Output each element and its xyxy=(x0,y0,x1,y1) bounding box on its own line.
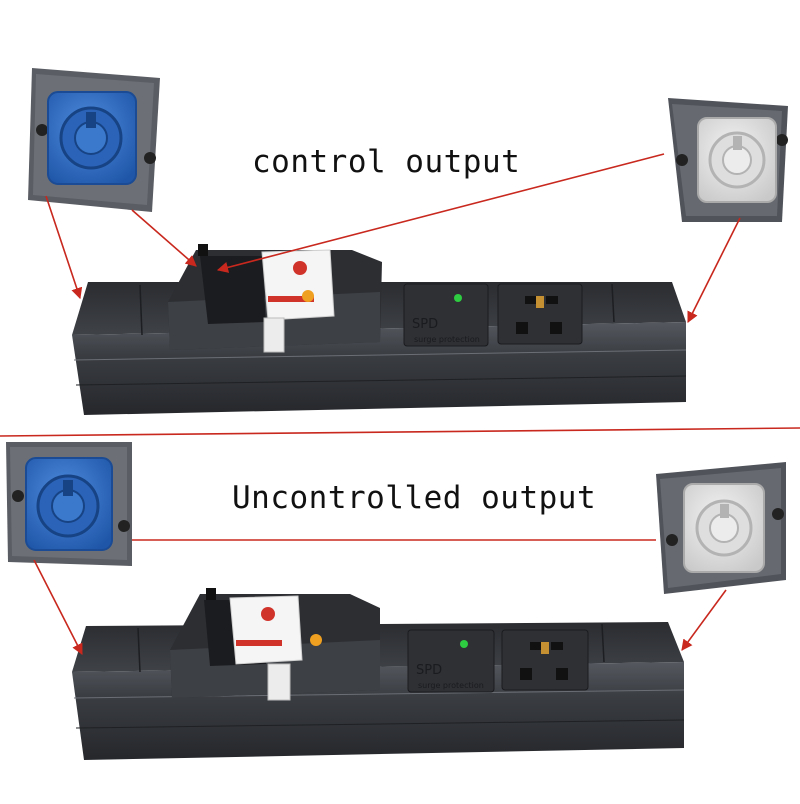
blue-powercon-connector-icon xyxy=(28,68,160,212)
indicator-led-icon xyxy=(460,640,468,648)
blue-powercon-connector-icon xyxy=(6,442,132,566)
switch-module-icon xyxy=(168,244,382,353)
white-powercon-connector-icon xyxy=(668,98,788,222)
spd-sub-label: surge protection xyxy=(414,335,480,344)
universal-socket-icon xyxy=(501,629,589,691)
caption-control-output: control output xyxy=(252,144,521,180)
spd-sub-label: surge protection xyxy=(418,681,484,690)
spd-module-icon: SPD surge protection xyxy=(407,629,495,693)
caption-uncontrolled-output: Uncontrolled output xyxy=(232,480,597,516)
spd-label: SPD xyxy=(416,663,442,678)
spd-label: SPD xyxy=(412,317,438,332)
white-powercon-connector-icon xyxy=(656,462,786,594)
indicator-led-icon xyxy=(454,294,462,302)
universal-socket-icon xyxy=(497,283,583,345)
section-divider xyxy=(0,427,800,437)
switch-module-icon xyxy=(170,588,380,701)
top-section: SPD surge protection xyxy=(28,68,788,415)
bottom-section: SPD surge protection xyxy=(6,442,786,760)
arrows-top xyxy=(45,153,741,324)
arrows-bottom xyxy=(33,539,727,655)
spd-module-icon: SPD surge protection xyxy=(403,283,489,347)
